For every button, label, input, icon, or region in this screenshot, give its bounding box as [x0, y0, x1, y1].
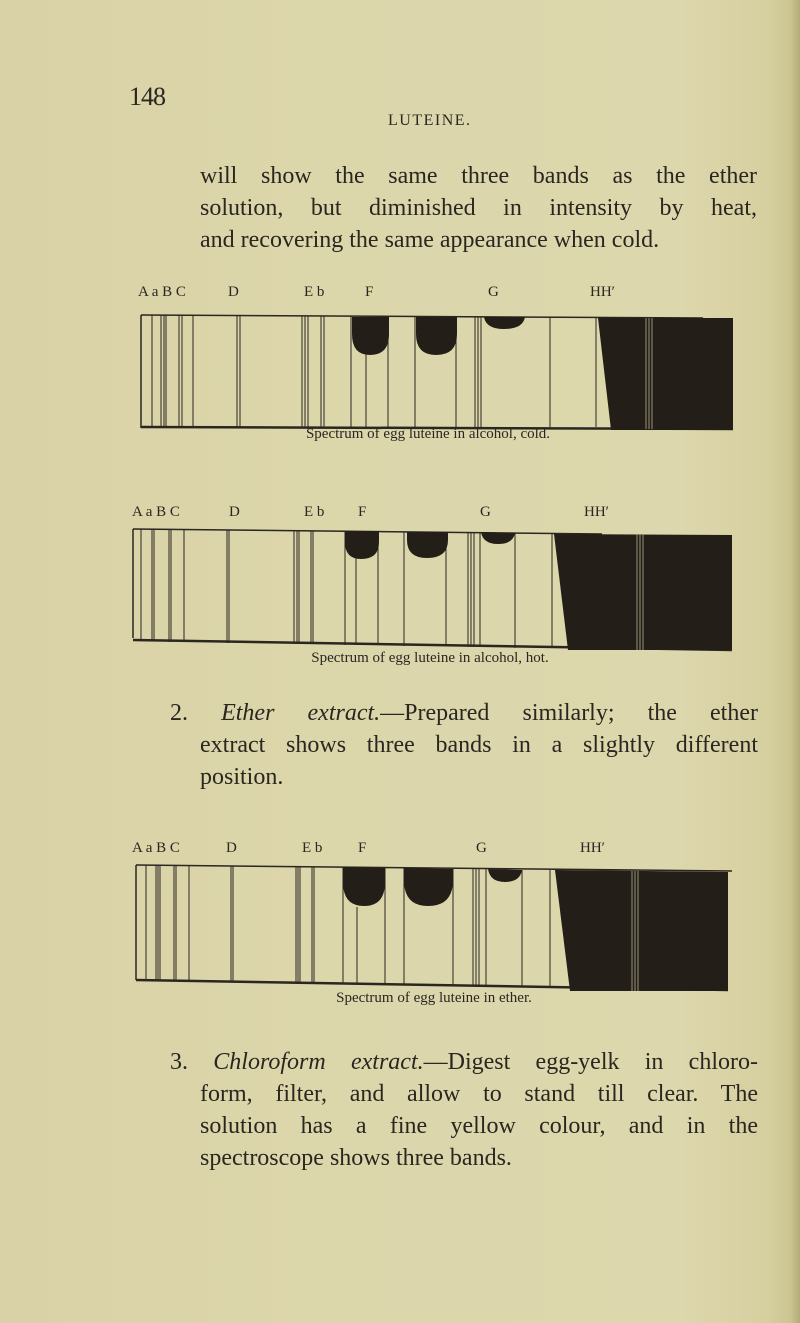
intro-paragraph: will show the same three bands as the et…: [200, 160, 757, 256]
text-line: solution, but diminished in intensity by…: [200, 195, 757, 221]
figure-caption: Spectrum of egg luteine in alcohol, hot.: [311, 650, 549, 666]
text-line: 3. Chloroform extract.—Digest egg-yelk i…: [170, 1049, 758, 1075]
fraunhofer-line-labels: A a B C D E b F G HH′: [132, 840, 732, 862]
section-title: Ether extract.: [221, 700, 381, 726]
text-line: will show the same three bands as the et…: [200, 163, 757, 189]
spectrum-chart: [132, 528, 732, 652]
label-AaBC: A a B C: [132, 840, 180, 856]
section-2-paragraph: 2. Ether extract.—Prepared similarly; th…: [170, 697, 758, 793]
absorption-bands: [345, 531, 732, 650]
page-edge-shadow: [790, 0, 800, 1323]
spectrum-figure-ether: A a B C D E b F G HH′: [132, 840, 732, 1010]
text-line: and recovering the same appearance when …: [200, 227, 660, 253]
label-HH: HH′: [584, 504, 609, 520]
label-D: D: [226, 840, 237, 856]
label-D: D: [228, 284, 239, 300]
spectrum-figure-alcohol-cold: A a B C D E b F G HH′: [138, 284, 738, 444]
figure-caption: Spectrum of egg luteine in ether.: [336, 990, 532, 1006]
label-HH: HH′: [580, 840, 605, 856]
label-Eb: E b: [302, 840, 323, 856]
section-3-paragraph: 3. Chloroform extract.—Digest egg-yelk i…: [170, 1046, 758, 1174]
running-head: LUTEINE.: [388, 112, 472, 129]
text-line: 2. Ether extract.—Prepared similarly; th…: [170, 700, 758, 726]
label-G: G: [480, 504, 491, 520]
text-line: form, filter, and allow to stand till cl…: [200, 1081, 758, 1107]
fraunhofer-line-labels: A a B C D E b F G HH′: [132, 504, 732, 526]
text-line: solution has a fine yellow colour, and i…: [200, 1113, 758, 1139]
figure-caption: Spectrum of egg luteine in alcohol, cold…: [305, 426, 551, 442]
fraunhofer-line-labels: A a B C D E b F G HH′: [138, 284, 738, 306]
label-G: G: [476, 840, 487, 856]
spectrum-chart: [140, 314, 734, 431]
label-AaBC: A a B C: [132, 504, 180, 520]
section-number: 2.: [170, 700, 188, 726]
label-AaBC: A a B C: [138, 284, 186, 300]
text-line: position.: [200, 764, 284, 790]
section-number: 3.: [170, 1049, 188, 1075]
label-G: G: [488, 284, 499, 300]
spectrum-chart: [135, 864, 732, 992]
text-line: spectroscope shows three bands.: [200, 1145, 512, 1171]
section-title: Chloroform extract.: [213, 1049, 424, 1075]
absorption-bands: [343, 867, 728, 991]
label-D: D: [229, 504, 240, 520]
label-Eb: E b: [304, 284, 325, 300]
label-F: F: [358, 504, 367, 520]
label-F: F: [365, 284, 374, 300]
text-line: extract shows three bands in a slightly …: [200, 732, 758, 758]
label-HH: HH′: [590, 284, 615, 300]
absorption-bands: [352, 317, 733, 430]
spectrum-figure-alcohol-hot: A a B C D E b F G HH′: [132, 504, 732, 669]
page-number: 148: [129, 82, 166, 111]
label-F: F: [358, 840, 367, 856]
label-Eb: E b: [304, 504, 325, 520]
